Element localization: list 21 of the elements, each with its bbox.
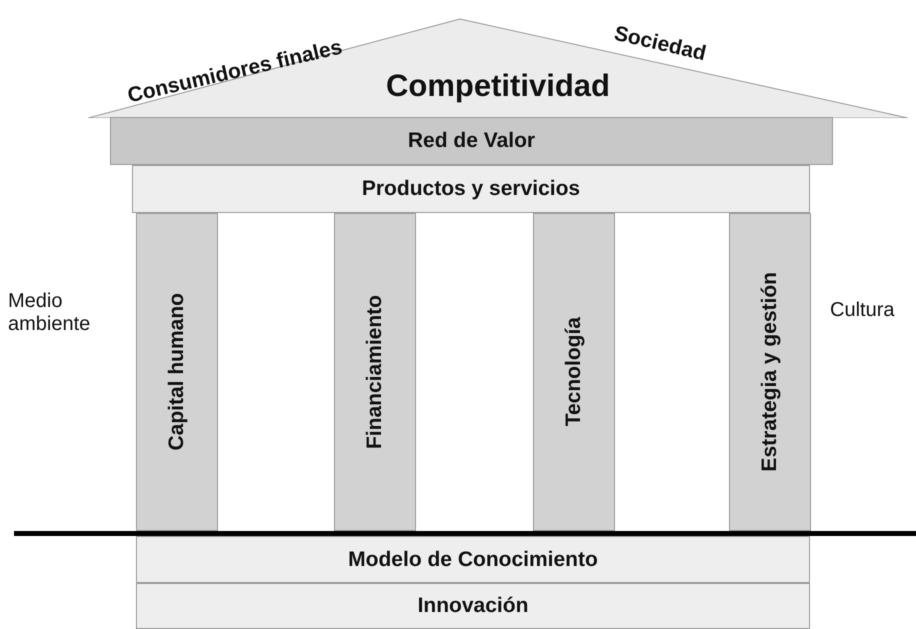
beam-band	[132, 165, 810, 213]
pillar-column	[334, 213, 416, 531]
foundation-band	[136, 536, 810, 583]
beam-band	[110, 117, 833, 165]
pillar-column	[533, 213, 615, 531]
pillar-label: Estrategia y gestión	[758, 272, 782, 472]
pillar-column	[729, 213, 811, 531]
pillar-column	[136, 213, 218, 531]
band-label: Red de Valor	[408, 129, 536, 153]
roof-triangle	[88, 18, 908, 118]
side-label: Medio ambiente	[8, 290, 92, 336]
pillar-label: Tecnología	[562, 317, 586, 427]
side-label: Cultura	[830, 299, 896, 322]
foundation-band	[136, 583, 810, 629]
band-label: Innovación	[418, 594, 528, 618]
roof-title: Competitividad	[386, 68, 610, 104]
roof-slope-label: Sociedad	[611, 20, 710, 68]
band-label: Modelo de Conocimiento	[348, 548, 598, 572]
band-label: Productos y servicios	[362, 177, 580, 201]
pillar-label: Capital humano	[165, 293, 189, 451]
pillar-label: Financiamiento	[363, 294, 387, 450]
